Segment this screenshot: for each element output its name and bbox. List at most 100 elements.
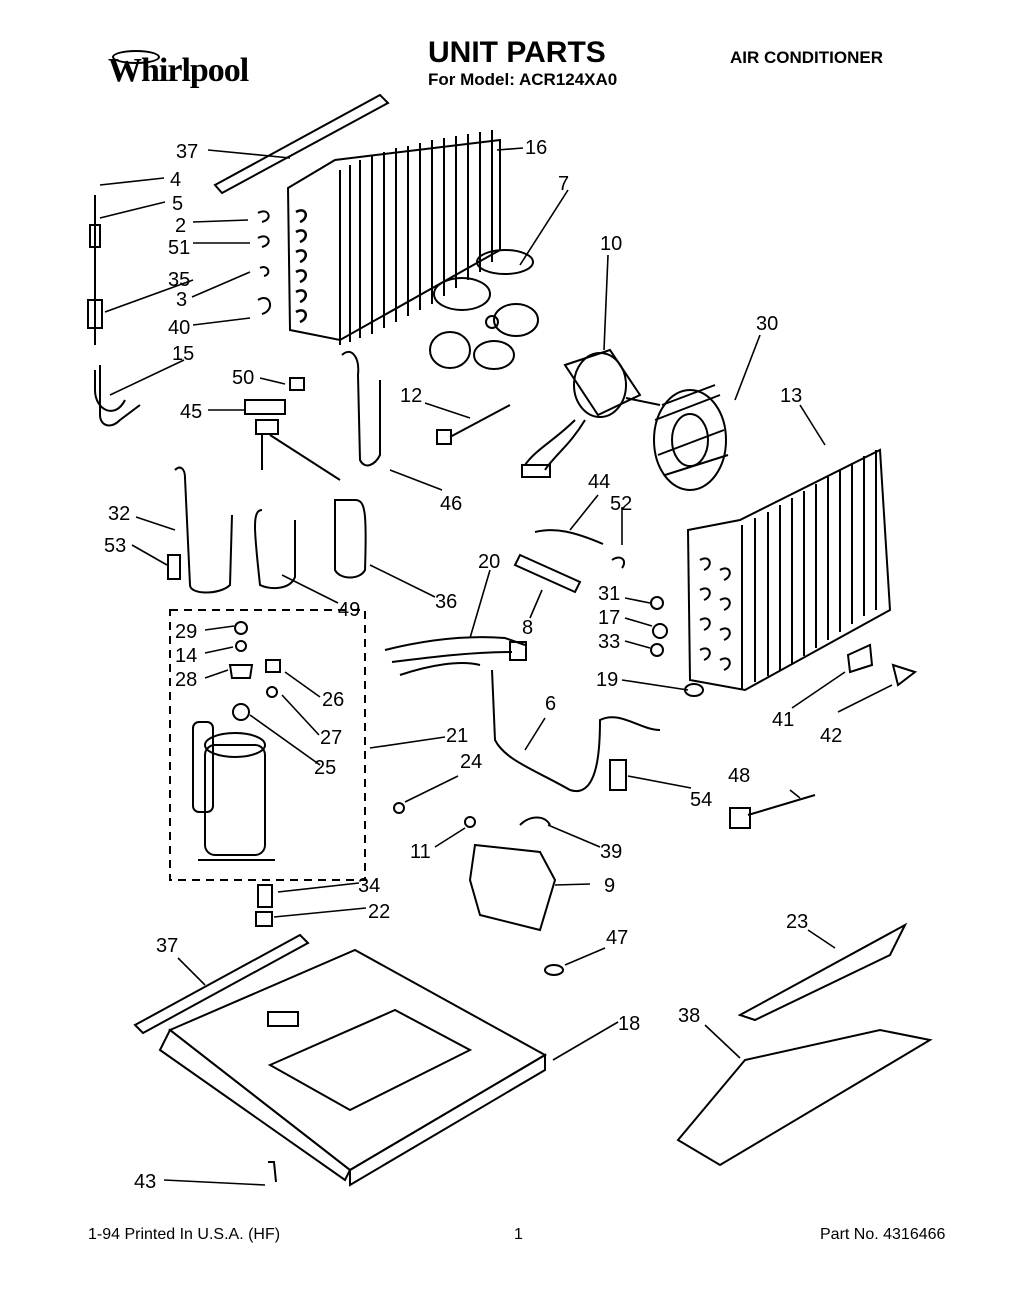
evaporator-coil [686, 448, 892, 692]
callout-15: 15 [172, 343, 194, 365]
callout-28: 28 [175, 669, 197, 691]
callout-6: 6 [545, 693, 556, 715]
tube-53 [167, 554, 181, 580]
blower-wheel [653, 384, 729, 491]
part-39 [519, 816, 551, 826]
callout-44: 44 [588, 471, 610, 493]
callout-46: 46 [440, 493, 462, 515]
part-40 [257, 297, 272, 315]
callout-29: 29 [175, 621, 197, 643]
callout-17: 17 [598, 607, 620, 629]
part-14 [235, 640, 247, 652]
tube-32 [174, 466, 233, 594]
callout-43: 43 [134, 1171, 156, 1193]
callout-13: 13 [780, 385, 802, 407]
callout-39: 39 [600, 841, 622, 863]
callout-labels: 37 16 4 7 5 2 10 51 35 30 3 40 15 50 12 … [104, 137, 842, 1193]
callout-30: 30 [756, 313, 778, 335]
part-22 [255, 911, 273, 927]
bracket-9 [468, 843, 557, 932]
callout-45: 45 [180, 401, 202, 423]
callout-42: 42 [820, 725, 842, 747]
capillary-tube [94, 195, 126, 412]
callout-32: 32 [108, 503, 130, 525]
part-24 [393, 802, 405, 814]
tube-fitting-35 [87, 299, 103, 329]
callout-10: 10 [600, 233, 622, 255]
callout-12: 12 [400, 385, 422, 407]
part-44 [534, 529, 604, 545]
valve-assembly [244, 399, 341, 481]
fan-blade [429, 249, 539, 370]
connector-12 [436, 429, 452, 445]
callout-54: 54 [690, 789, 712, 811]
part-52 [611, 556, 626, 569]
callout-41: 41 [772, 709, 794, 731]
part-41 [846, 643, 874, 674]
callout-27: 27 [320, 727, 342, 749]
category-label: AIR CONDITIONER [730, 48, 883, 67]
compressor-group-box [169, 609, 366, 881]
callout-20: 20 [478, 551, 500, 573]
sleeve-8 [513, 553, 582, 594]
part-31 [650, 596, 664, 610]
part-33 [650, 643, 664, 657]
callout-22: 22 [368, 901, 390, 923]
callout-33: 33 [598, 631, 620, 653]
callout-5: 5 [172, 193, 183, 215]
callout-37-bottom: 37 [156, 935, 178, 957]
connector-48 [729, 807, 751, 829]
callout-16: 16 [525, 137, 547, 159]
part-11 [464, 816, 476, 828]
callout-21: 21 [446, 725, 468, 747]
callout-50: 50 [232, 367, 254, 389]
callout-53: 53 [104, 535, 126, 557]
tube-6 [491, 669, 661, 793]
tube-49 [254, 509, 296, 590]
tube-36 [334, 499, 367, 579]
part-29 [234, 621, 248, 635]
footer-page-number: 1 [514, 1226, 523, 1243]
callout-40: 40 [168, 317, 190, 339]
callout-51: 51 [168, 237, 190, 259]
callout-25: 25 [314, 757, 336, 779]
callout-37-top: 37 [176, 141, 198, 163]
part-28 [228, 664, 254, 679]
drain-plug [544, 964, 564, 976]
wiring-harness [384, 636, 526, 676]
callout-26: 26 [322, 689, 344, 711]
footer-part-number: Part No. 4316466 [820, 1226, 946, 1243]
callout-35: 35 [168, 269, 190, 291]
callout-4: 4 [170, 169, 181, 191]
fan-motor [521, 348, 661, 478]
tube-46 [341, 350, 381, 467]
tie-12 [449, 404, 511, 438]
part-3 [259, 266, 270, 277]
part-43 [268, 1161, 277, 1183]
brand-logo-swoosh [112, 50, 160, 64]
deflector-23 [737, 922, 908, 1022]
part-25 [232, 703, 250, 721]
callout-47: 47 [606, 927, 628, 949]
part-17 [652, 623, 668, 639]
callout-19: 19 [596, 669, 618, 691]
tie-48 [747, 794, 816, 816]
part-54 [609, 759, 627, 791]
callout-34: 34 [358, 875, 380, 897]
tube-fitting-5 [89, 224, 101, 248]
part-34 [257, 884, 273, 908]
tube-15 [99, 365, 141, 427]
callout-38: 38 [678, 1005, 700, 1027]
callout-23: 23 [786, 911, 808, 933]
callout-8: 8 [522, 617, 533, 639]
model-line: For Model: ACR124XA0 [428, 70, 618, 89]
callout-7: 7 [558, 173, 569, 195]
compressor [192, 721, 275, 861]
callout-9: 9 [604, 875, 615, 897]
callout-31: 31 [598, 583, 620, 605]
callout-49: 49 [338, 599, 360, 621]
part-2 [257, 210, 270, 223]
callout-52: 52 [610, 493, 632, 515]
part-42 [891, 663, 918, 687]
part-27 [266, 686, 278, 698]
